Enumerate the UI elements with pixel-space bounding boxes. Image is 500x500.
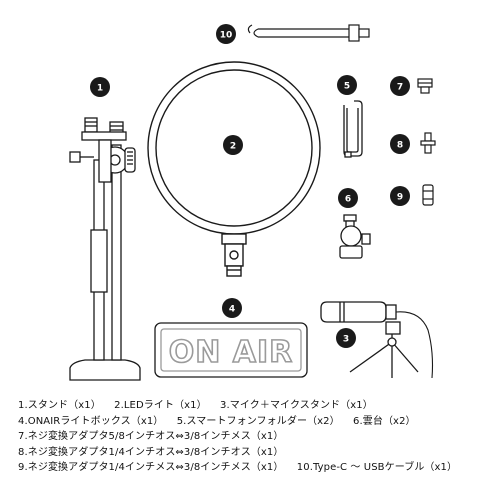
part-onair-light-box: 4.ONAIRライトボックス（x1） — [18, 415, 164, 427]
smartphone-holder-illustration — [343, 100, 363, 158]
adapter-1-4-female-illustration — [422, 184, 434, 206]
part-led-light: 2.LEDライト（x1） — [114, 400, 207, 411]
stand-illustration — [69, 117, 141, 381]
parts-list-line-3: 7.ネジ変換アダプタ5/8インチオス⇔3/8インチメス（x1） — [18, 429, 488, 445]
part-ball-head: 6.雲台（x2） — [353, 415, 416, 427]
badge-6-icon — [338, 188, 358, 208]
badge-5: 5 — [344, 82, 350, 92]
badge-8: 8 — [397, 141, 403, 151]
microphone-tripod-illustration — [320, 301, 434, 379]
badge-2: 2 — [230, 142, 236, 152]
badge-8-icon — [390, 134, 410, 154]
part-stand: 1.スタンド（x1） — [18, 400, 101, 411]
badge-6: 6 — [345, 195, 351, 205]
badge-7-icon — [390, 76, 410, 96]
badge-7: 7 — [397, 83, 403, 93]
badge-3-icon — [336, 328, 356, 348]
parts-list-line-4: 8.ネジ変換アダプタ1/4インチオス⇔3/8インチオス（x1） — [18, 445, 488, 461]
badge-9-icon — [390, 186, 410, 206]
onair-sign-text: ON AIR — [169, 335, 294, 370]
badge-4-icon — [222, 298, 242, 318]
part-adapter-1-4-female: 9.ネジ変換アダプタ1/4インチメス⇔3/8インチメス（x1） — [18, 462, 284, 474]
badge-10: 10 — [220, 31, 233, 41]
part-microphone-stand: 3.マイク＋マイクスタンド（x1） — [220, 400, 373, 411]
badge-3: 3 — [343, 335, 349, 345]
parts-list-line-1: 1.スタンド（x1） 2.LEDライト（x1） 3.マイク＋マイクスタンド（x1… — [18, 398, 488, 414]
adapter-5-8-illustration — [417, 78, 433, 94]
parts-list-line-5: 9.ネジ変換アダプタ1/4インチメス⇔3/8インチメス（x1） 10.Type-… — [18, 460, 488, 476]
parts-list-line-2: 4.ONAIRライトボックス（x1） 5.スマートフォンフォルダー（x2） 6.… — [18, 414, 488, 430]
badge-4: 4 — [229, 305, 235, 315]
part-adapter-5-8: 7.ネジ変換アダプタ5/8インチオス⇔3/8インチメス（x1） — [18, 431, 284, 443]
part-adapter-1-4-male: 8.ネジ変換アダプタ1/4インチオス⇔3/8インチオス（x1） — [18, 446, 284, 458]
badge-1: 1 — [97, 84, 103, 94]
accessory-kit-illustration: 1 2 10 5 6 — [69, 24, 436, 381]
ball-head-illustration — [339, 214, 371, 259]
badge-2-icon — [223, 135, 243, 155]
onair-light-box-illustration — [154, 322, 308, 378]
usb-cable-illustration — [247, 24, 370, 42]
badge-1-icon — [90, 77, 110, 97]
badge-5-icon — [337, 75, 357, 95]
parts-list: 1.スタンド（x1） 2.LEDライト（x1） 3.マイク＋マイクスタンド（x1… — [18, 398, 488, 476]
badge-10-icon — [216, 24, 236, 44]
part-usb-cable: 10.Type-C 〜 USBケーブル（x1） — [296, 462, 458, 474]
part-smartphone-holder: 5.スマートフォンフォルダー（x2） — [176, 415, 340, 427]
led-ring-light-illustration — [147, 61, 321, 277]
badge-9: 9 — [397, 193, 403, 203]
adapter-1-4-male-illustration — [420, 132, 436, 154]
